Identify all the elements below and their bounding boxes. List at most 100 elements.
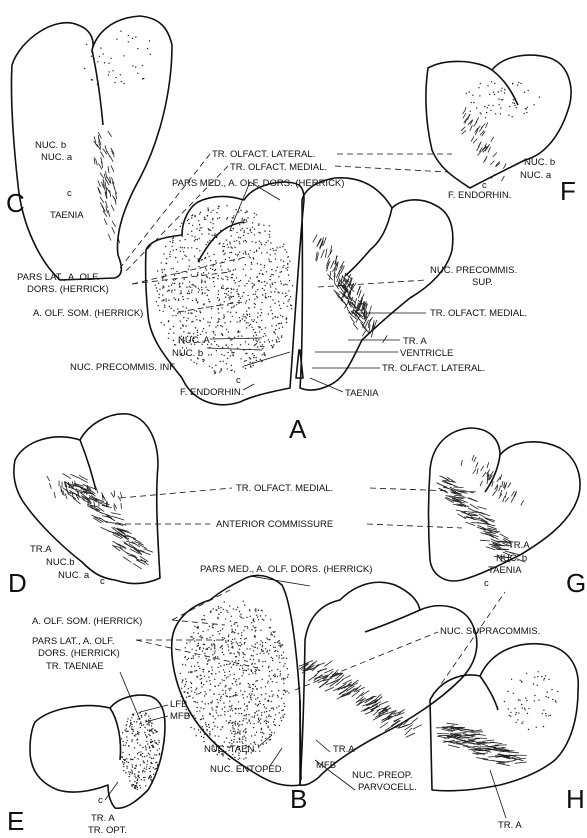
fiber-stroke <box>482 132 486 137</box>
stipple-dot <box>168 333 169 334</box>
stipple-dot <box>148 753 149 754</box>
stipple-dot <box>257 647 258 648</box>
label-pars-lat-top-1: PARS LAT., A. OLF. <box>17 272 100 283</box>
stipple-dot <box>255 673 256 674</box>
stipple-dot <box>263 733 264 734</box>
stipple-dot <box>144 715 145 716</box>
stipple-dot <box>197 702 198 703</box>
stipple-dot <box>254 229 255 230</box>
stipple-dot <box>267 682 268 683</box>
stipple-dot <box>514 708 515 709</box>
stipple-dot <box>203 648 204 649</box>
stipple-dot <box>195 239 196 240</box>
fiber-stroke <box>508 483 511 488</box>
stipple-dot <box>249 702 250 703</box>
stipple-dot <box>163 311 164 312</box>
stipple-dot <box>273 344 274 345</box>
stipple-dot <box>214 233 215 234</box>
stipple-dot <box>203 737 204 738</box>
stipple-dot <box>227 279 228 280</box>
stipple-dot <box>266 651 267 652</box>
stipple-dot <box>199 230 200 231</box>
stipple-dot <box>186 320 187 321</box>
stipple-dot <box>151 725 152 726</box>
fiber-stroke <box>461 127 465 131</box>
stipple-dot <box>167 291 168 292</box>
stipple-dot <box>137 742 138 743</box>
stipple-dot <box>244 710 245 711</box>
stipple-dot <box>232 274 233 275</box>
stipple-dot <box>240 645 241 646</box>
stipple-dot <box>231 708 232 709</box>
stipple-dot <box>252 691 253 692</box>
stipple-dot <box>232 727 233 728</box>
stipple-dot <box>515 714 516 715</box>
stipple-dot <box>256 334 257 335</box>
stipple-dot <box>202 619 203 620</box>
stipple-dot <box>287 668 288 669</box>
stipple-dot <box>135 788 136 789</box>
stipple-dot <box>498 91 499 92</box>
stipple-dot <box>256 654 257 655</box>
stipple-dot <box>230 662 231 663</box>
stipple-dot <box>221 287 222 288</box>
stipple-dot <box>253 618 254 619</box>
stipple-dot <box>208 676 209 677</box>
stipple-dot <box>213 608 214 609</box>
stipple-dot <box>253 646 254 647</box>
fiber-stroke <box>98 163 102 169</box>
label-a-tr-olf-medial: TR. OLFACT. MEDIAL. <box>430 308 527 319</box>
stipple-dot <box>183 299 184 300</box>
stipple-dot <box>207 253 208 254</box>
stipple-dot <box>241 741 242 742</box>
stipple-dot <box>254 609 255 610</box>
stipple-dot <box>209 278 210 279</box>
stipple-dot <box>133 784 134 785</box>
label-d-tr-a: TR.A <box>30 544 52 555</box>
stipple-dot <box>218 715 219 716</box>
stipple-dot <box>239 739 240 740</box>
stipple-dot <box>123 762 124 763</box>
stipple-dot <box>287 263 288 264</box>
stipple-dot <box>136 783 137 784</box>
stipple-dot <box>238 281 239 282</box>
stipple-dot <box>191 217 192 218</box>
stipple-dot <box>552 699 553 700</box>
stipple-dot <box>489 94 490 95</box>
stipple-dot <box>191 666 192 667</box>
stipple-dot <box>526 700 527 701</box>
stipple-dot <box>252 353 253 354</box>
fiber-stroke <box>410 718 418 724</box>
stipple-dot <box>284 663 285 664</box>
stipple-dot <box>243 657 244 658</box>
stipple-dot <box>243 314 244 315</box>
stipple-dot <box>183 691 184 692</box>
stipple-dot <box>185 325 186 326</box>
stipple-dot <box>470 111 471 112</box>
stipple-dot <box>202 637 203 638</box>
stipple-dot <box>130 720 131 721</box>
stipple-dot <box>210 268 211 269</box>
stipple-dot <box>215 269 216 270</box>
stipple-dot <box>244 669 245 670</box>
stipple-dot <box>288 290 289 291</box>
stipple-dot <box>546 696 547 697</box>
stipple-dot <box>264 706 265 707</box>
stipple-dot <box>212 635 213 636</box>
stipple-dot <box>139 777 140 778</box>
stipple-dot <box>191 671 192 672</box>
stipple-dot <box>180 247 181 248</box>
structure-labels: NUC. b NUC. a c TAENIA TR. OLFACT. LATER… <box>17 140 555 836</box>
stipple-dot <box>217 618 218 619</box>
stipple-dot <box>144 732 145 733</box>
stipple-dot <box>255 611 256 612</box>
stipple-dot <box>203 671 204 672</box>
label-b-pars-lat-2: DORS. (HERRICK) <box>38 648 120 659</box>
stipple-dot <box>487 107 488 108</box>
stipple-dot <box>283 652 284 653</box>
stipple-dot <box>239 669 240 670</box>
stipple-dot <box>234 371 235 372</box>
stipple-dot <box>175 299 176 300</box>
stipple-dot <box>244 660 245 661</box>
stipple-dot <box>238 332 239 333</box>
